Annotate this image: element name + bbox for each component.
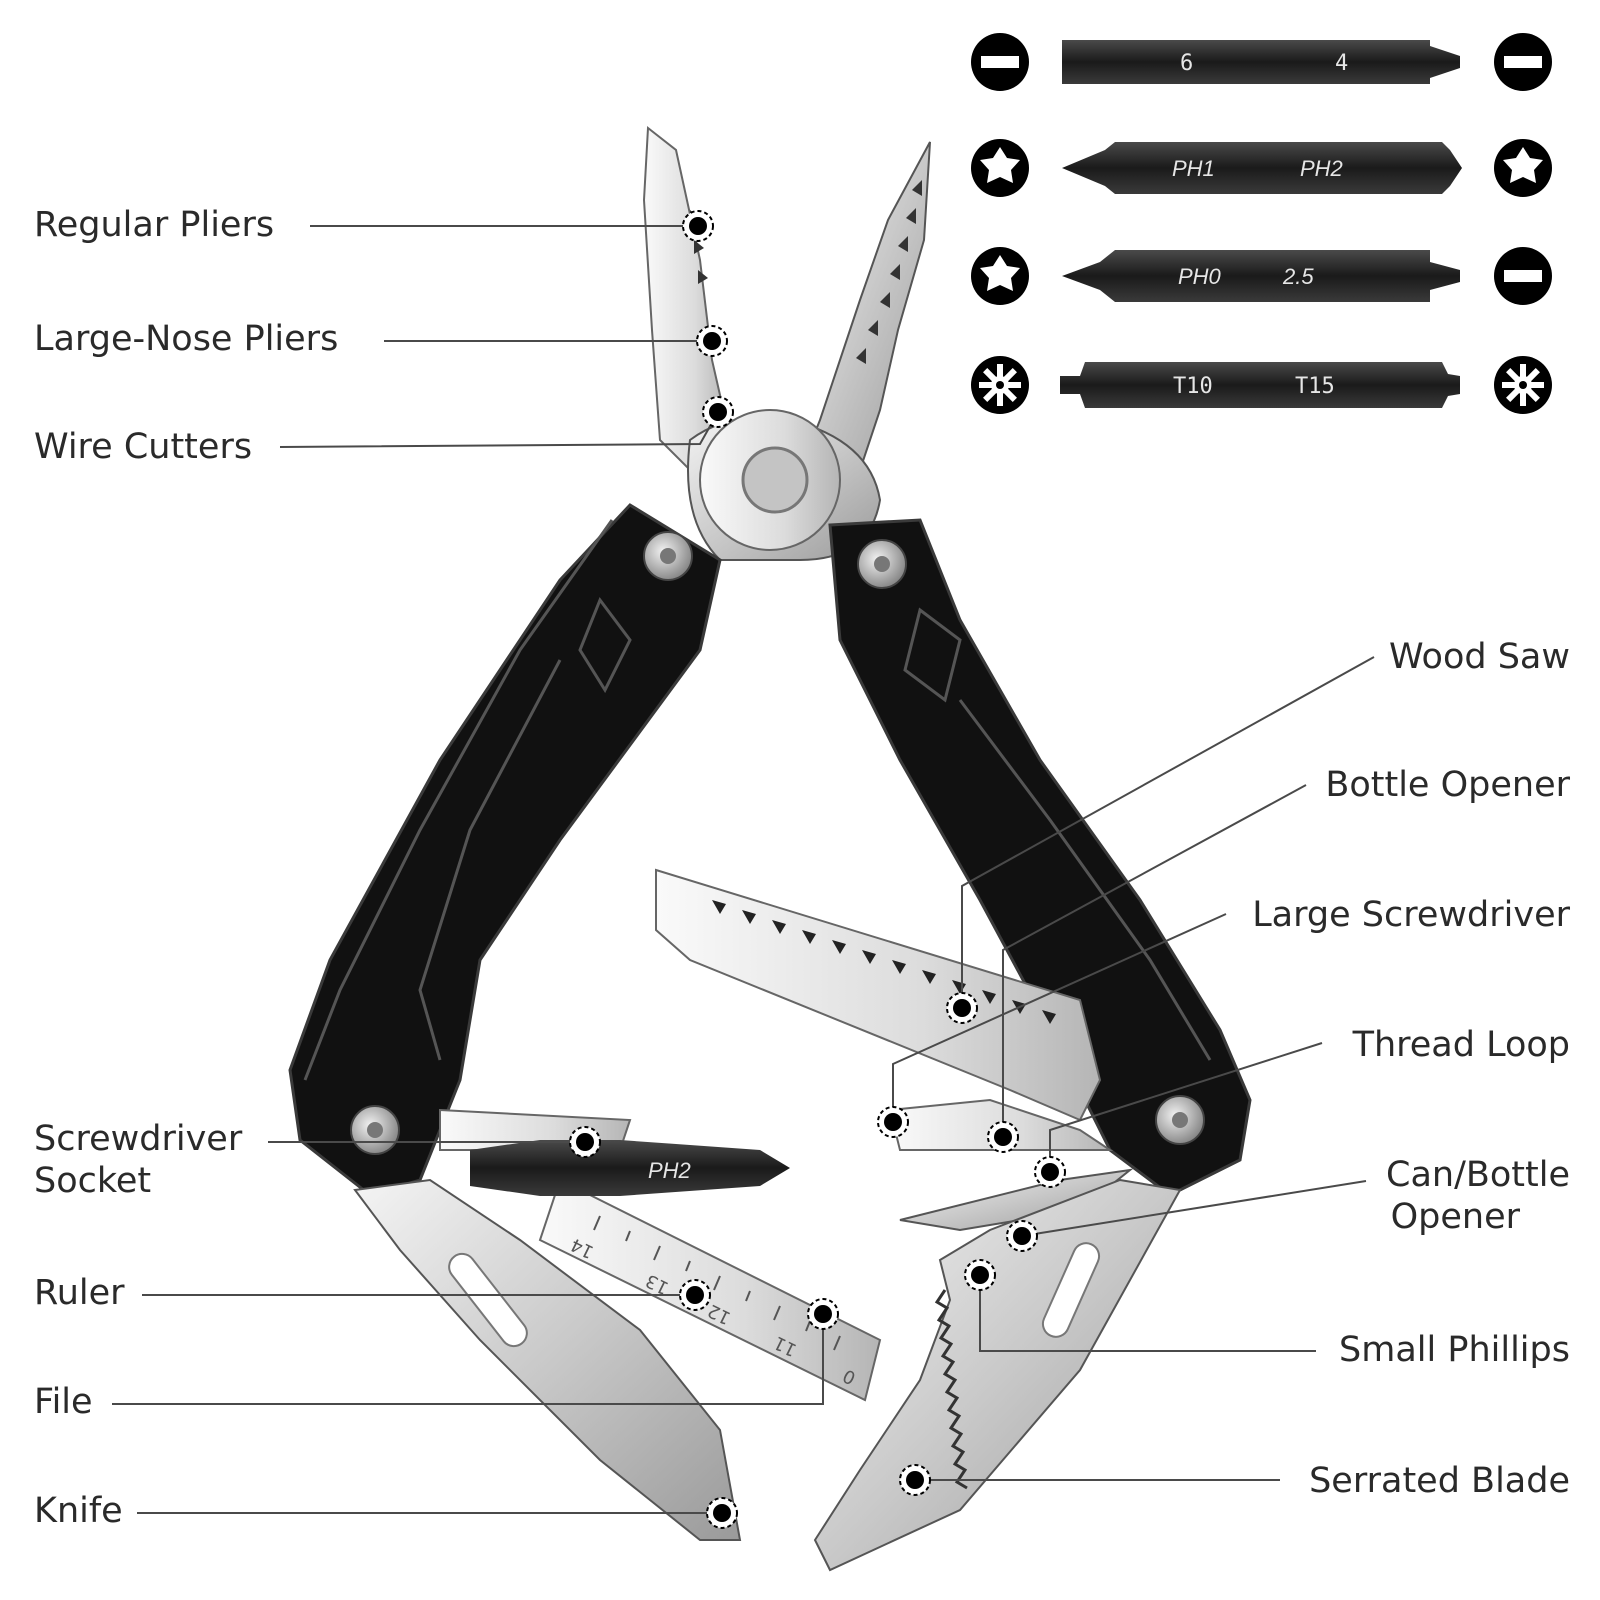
marker-wire-cutters (702, 396, 734, 428)
handle-left (288, 503, 722, 1197)
handle-screw (857, 539, 907, 589)
bit-row-2: PH1 PH2 (971, 139, 1552, 197)
leader-wire-cutters (279, 411, 719, 448)
label-large-nose-pliers: Large-Nose Pliers (34, 319, 338, 359)
handle-screw (1155, 1095, 1205, 1145)
label-large-screwdriver: Large Screwdriver (1252, 895, 1570, 935)
leader-wood-saw (961, 656, 1375, 1008)
handle-right-diamond (903, 607, 962, 703)
marker-small-phillips (964, 1259, 996, 1291)
slotted-icon (971, 33, 1029, 91)
bit-left-label: PH1 (1172, 156, 1215, 181)
marker-knife (706, 1497, 738, 1529)
handle-right-groove (958, 699, 1212, 1061)
socket-bit-label: PH2 (648, 1158, 691, 1183)
slotted-icon (1494, 247, 1552, 305)
bit-right-label: PH2 (1300, 156, 1343, 181)
marker-thread-loop (1034, 1156, 1066, 1188)
label-can-bottle-opener-line1: Can/Bottle (1386, 1155, 1570, 1195)
label-regular-pliers: Regular Pliers (34, 205, 274, 245)
multitool: 14 13 12 11 0 PH2 (288, 126, 1252, 1572)
label-screwdriver-socket-line1: Screwdriver (34, 1119, 243, 1159)
bit-ph1-ph2 (1062, 142, 1462, 194)
leader-file (112, 1314, 824, 1405)
phillips-icon (971, 139, 1029, 197)
label-knife: Knife (34, 1491, 123, 1531)
serrated-edge (934, 1289, 968, 1490)
bit-slotted-6-4 (1062, 40, 1460, 84)
serrated-blade-slot (1041, 1242, 1101, 1338)
leader-small-phillips (979, 1275, 1316, 1352)
bit-right-label: T15 (1295, 374, 1335, 399)
label-file: File (34, 1382, 93, 1422)
handle-left-edge (303, 519, 614, 1081)
label-wood-saw: Wood Saw (1389, 637, 1570, 677)
marker-large-nose-pliers (696, 325, 728, 357)
marker-screwdriver-socket (569, 1126, 601, 1158)
label-serrated-blade: Serrated Blade (1309, 1461, 1570, 1501)
torx-icon (1494, 356, 1552, 414)
handle-right (828, 518, 1252, 1197)
marker-file (807, 1298, 839, 1330)
knife-slot (448, 1252, 528, 1348)
bit-set: 6 4 PH1 PH2 (971, 33, 1552, 414)
marker-wood-saw (946, 992, 978, 1024)
bit-left-label: 6 (1180, 51, 1193, 76)
label-ruler: Ruler (34, 1273, 125, 1313)
saw-teeth (712, 900, 1056, 1024)
labels: Regular Pliers Large-Nose Pliers Wire Cu… (34, 205, 1571, 1531)
phillips-icon (1494, 139, 1552, 197)
leader-can-bottle-opener (1021, 1180, 1367, 1237)
slotted-icon (1494, 33, 1552, 91)
ruler-marks (593, 1215, 841, 1351)
handle-left-groove (418, 659, 562, 1061)
wood-saw-blade (655, 868, 1102, 1122)
bit-left-label: PH0 (1178, 264, 1222, 289)
bit-right-label: 2.5 (1282, 264, 1314, 289)
label-screwdriver-socket-line2: Socket (34, 1161, 151, 1201)
leader-bottle-opener (1002, 784, 1307, 1137)
markers (569, 210, 1066, 1529)
marker-regular-pliers (682, 210, 714, 242)
pivot-screw (741, 446, 809, 514)
marker-can-bottle-opener (1006, 1220, 1038, 1252)
bit-row-3: PH0 2.5 (971, 247, 1552, 305)
handle-screw (350, 1105, 400, 1155)
marker-ruler (679, 1279, 711, 1311)
handle-left-diamond (578, 596, 632, 694)
label-thread-loop: Thread Loop (1352, 1025, 1570, 1065)
leader-lines (112, 225, 1375, 1514)
phillips-icon (971, 247, 1029, 305)
bit-right-label: 4 (1335, 51, 1348, 76)
bit-row-4: T10 T15 (971, 356, 1552, 414)
bit-ph0-2-5 (1062, 250, 1460, 302)
jaw-teeth (690, 180, 922, 364)
label-can-bottle-opener-line2: Opener (1391, 1197, 1521, 1237)
leader-large-screwdriver (892, 913, 1227, 1122)
ruler-tool (538, 1178, 882, 1402)
plier-jaw-right (798, 141, 931, 471)
bit-row-1: 6 4 (971, 33, 1552, 91)
marker-bottle-opener (987, 1121, 1019, 1153)
bit-t10-t15 (1060, 362, 1460, 408)
handle-screw (643, 531, 693, 581)
label-wire-cutters: Wire Cutters (34, 427, 252, 467)
torx-icon (971, 356, 1029, 414)
bit-left-label: T10 (1173, 374, 1213, 399)
label-bottle-opener: Bottle Opener (1325, 765, 1570, 805)
socket-bit (470, 1140, 790, 1196)
marker-large-screwdriver (877, 1106, 909, 1138)
marker-serrated-blade (899, 1464, 931, 1496)
label-small-phillips: Small Phillips (1339, 1330, 1570, 1370)
